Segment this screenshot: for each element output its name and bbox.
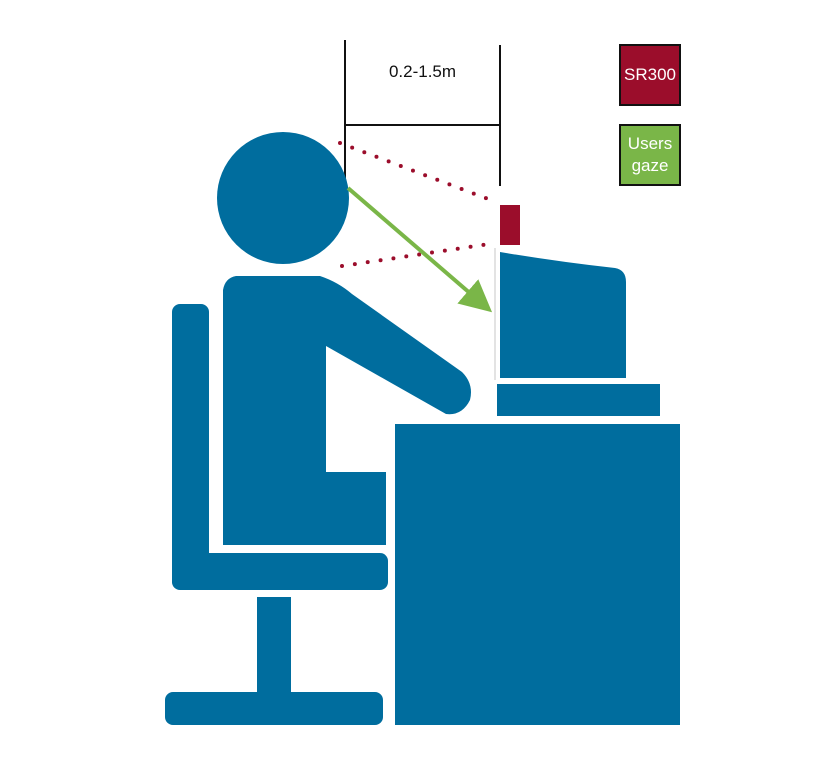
chair-back	[172, 304, 209, 589]
desk	[395, 424, 680, 725]
legend-users-gaze: Users gaze	[619, 124, 681, 186]
distance-dimension-lines	[344, 40, 501, 186]
chair	[165, 304, 388, 725]
sensor-fov-lower-line	[340, 241, 498, 268]
person-head	[217, 132, 349, 264]
chair-base	[165, 692, 383, 725]
sensor-fov-upper-line	[338, 141, 498, 204]
sensor-field-of-view	[338, 141, 498, 268]
chair-post	[257, 597, 291, 703]
legend-gaze-label-line1: Users	[627, 134, 673, 153]
legend-gaze-label-line2: gaze	[631, 156, 669, 175]
legend-sr300-label: SR300	[624, 65, 676, 84]
monitor	[497, 252, 660, 416]
sr300-sensor	[500, 205, 520, 245]
person	[217, 132, 471, 545]
gaze-arrow	[346, 186, 493, 313]
monitor-stand	[497, 384, 660, 416]
legend-sr300: SR300	[619, 44, 681, 106]
distance-label: 0.2-1.5m	[388, 62, 457, 81]
desk-body	[395, 424, 680, 725]
monitor-screen	[500, 252, 626, 378]
person-body	[223, 276, 471, 545]
chair-seat	[172, 553, 388, 590]
